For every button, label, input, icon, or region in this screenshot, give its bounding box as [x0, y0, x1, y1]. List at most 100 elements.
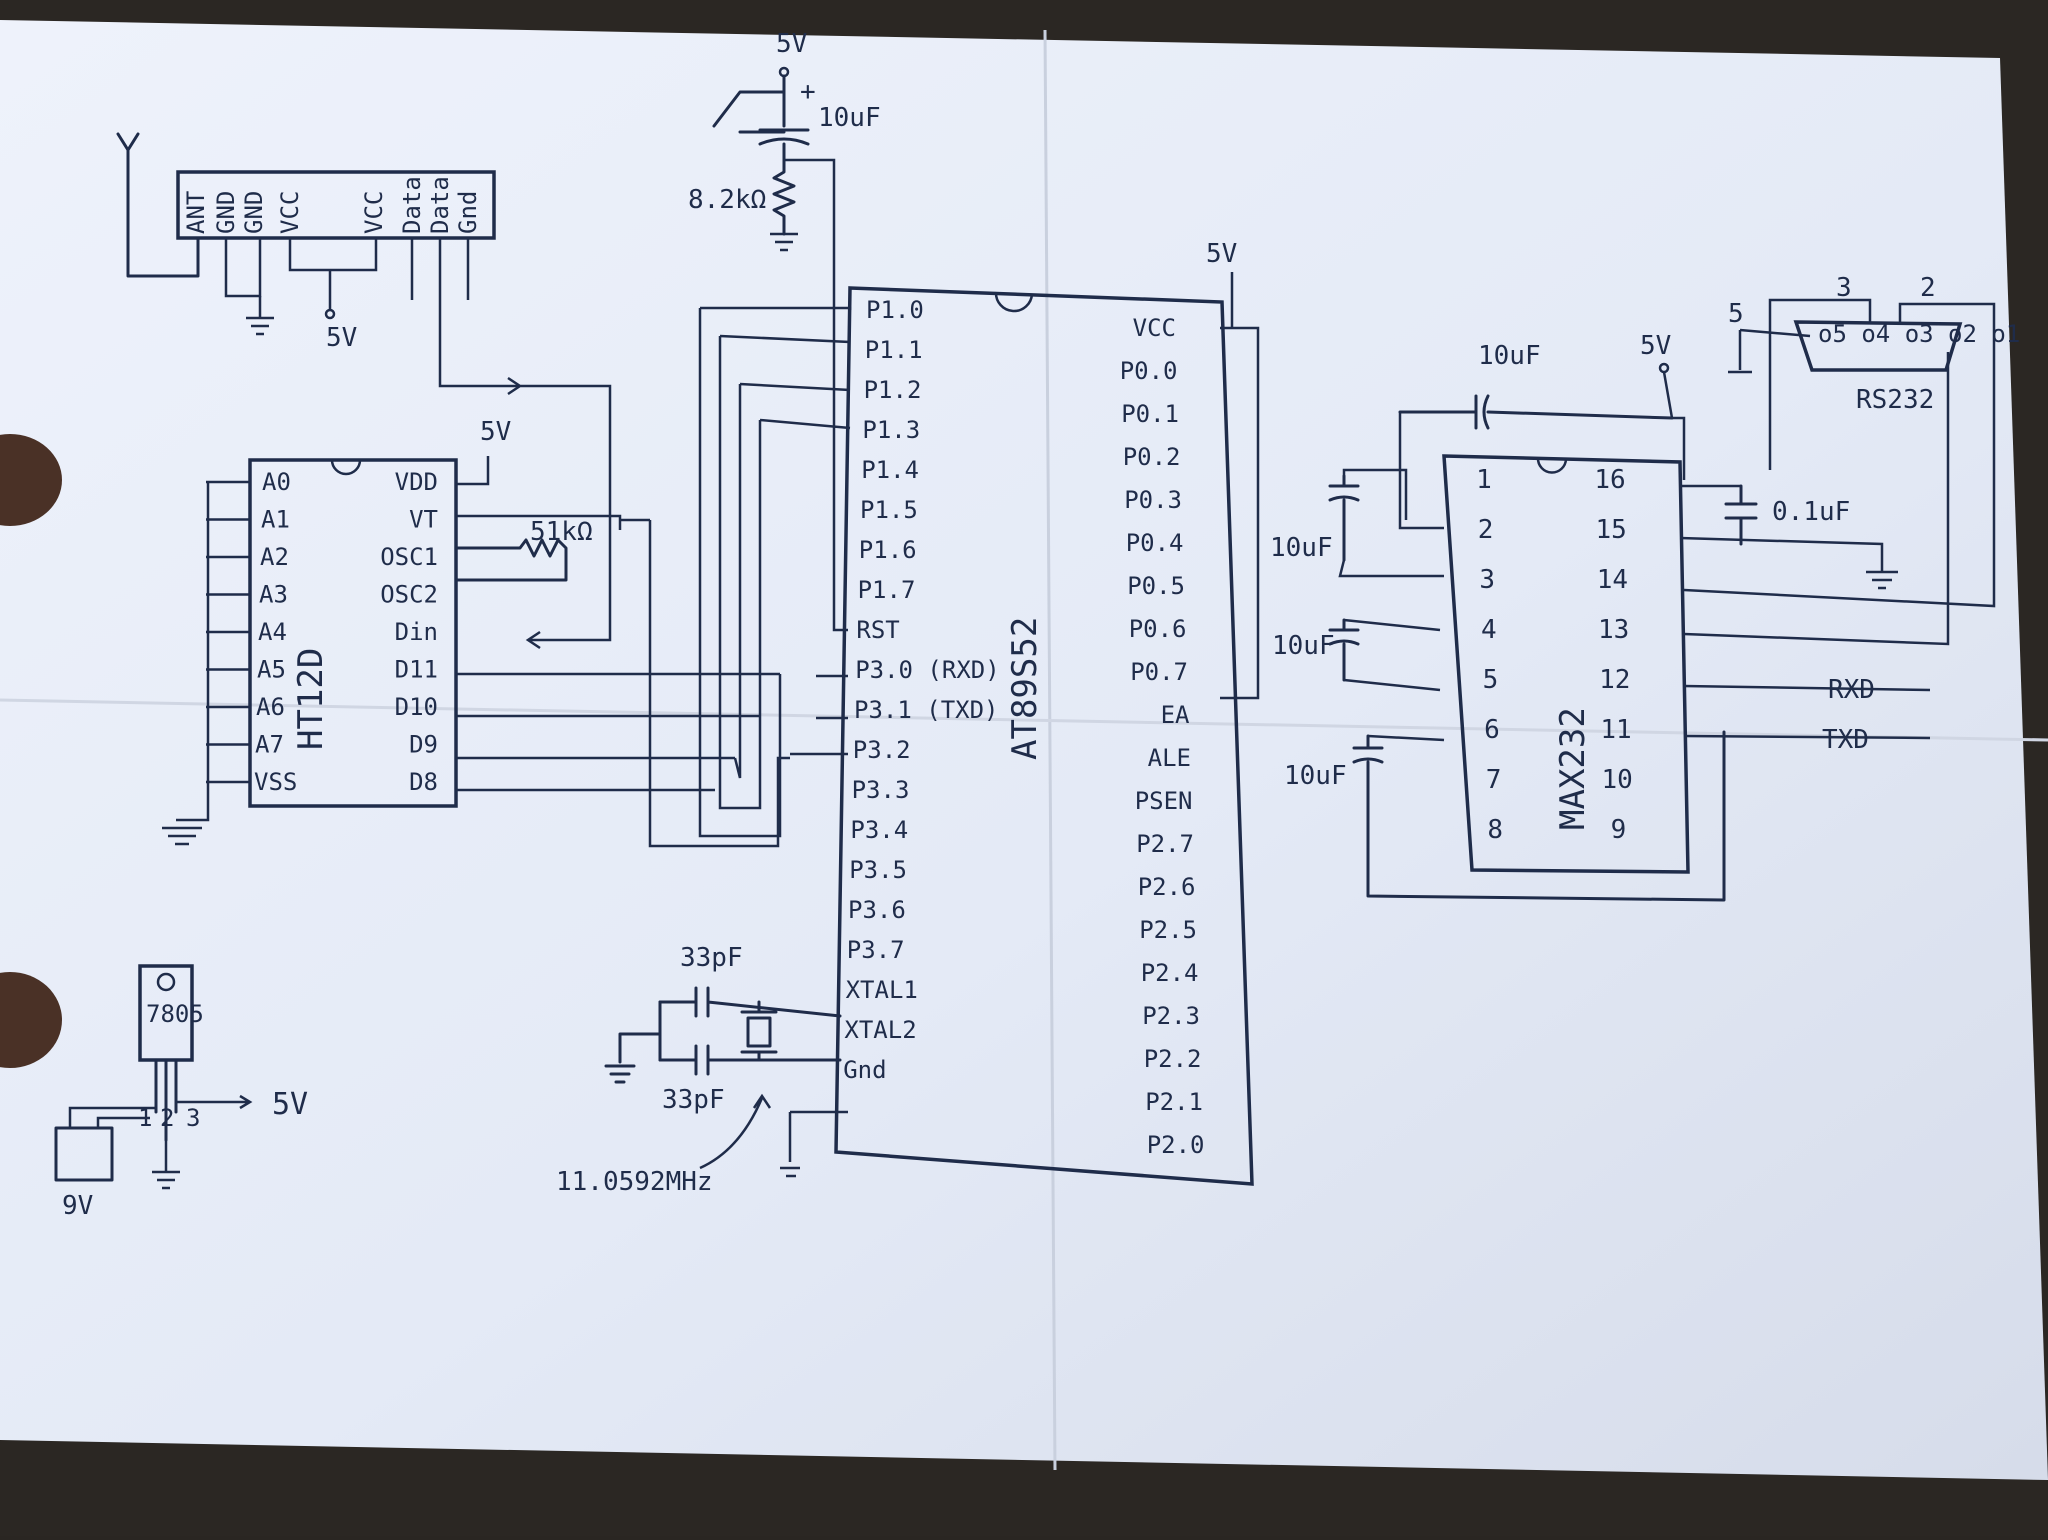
receiver-ground-wires	[224, 238, 262, 298]
ht12d-notch	[330, 459, 362, 476]
max232-cap-3-label: 10uF	[1272, 631, 1335, 661]
ht12d-left-label-1: A1	[261, 506, 290, 534]
ht12d-right-label-7: D9	[409, 731, 438, 759]
max-left-label-5: 6	[1484, 715, 1500, 745]
crystal-cap-top-label: 33pF	[680, 943, 743, 973]
rs232-wires	[1739, 298, 1996, 470]
voltage-regulator: 7805 1 2 3 5V 9V	[54, 964, 308, 1221]
crystal-pointer-arrow	[699, 1093, 772, 1170]
receiver-vcc-wires	[288, 238, 378, 310]
mcu-right-label-3: P0.2	[1123, 443, 1181, 471]
mcu-left-label-16: P3.7	[847, 936, 905, 964]
mcu-left-label-19: Gnd	[843, 1056, 886, 1084]
battery-wires	[68, 1106, 156, 1128]
max-left-label-2: 3	[1479, 565, 1495, 595]
regulator-pin-2: 2	[160, 1104, 174, 1132]
receiver-pin-gnd-1: GND	[212, 191, 240, 234]
rs232-pin-row: o5 o4 o3 o2 o1	[1818, 320, 2020, 348]
max-left-label-1: 2	[1478, 515, 1494, 545]
max-right-label-5: 11	[1600, 715, 1631, 745]
max232-decoupling-cap	[1724, 484, 1758, 546]
rf-receiver-module: ANT GND GND VCC VCC Data Data Gnd 5V	[116, 132, 612, 650]
reset-to-rst-wire	[784, 158, 848, 632]
reset-switch	[712, 74, 786, 134]
max-left-label-3: 4	[1481, 615, 1497, 645]
mcu-left-label-4: P1.4	[861, 456, 919, 484]
max232-notch	[1536, 457, 1568, 474]
receiver-supply-label: 5V	[326, 323, 357, 353]
crystal-oscillator: 33pF 33pF 11.0592MHz	[556, 943, 842, 1197]
mcu-right-label-1: P0.0	[1120, 357, 1178, 385]
din-arrow	[525, 630, 541, 650]
mcu-right-label-19: P2.0	[1147, 1131, 1205, 1159]
ht12d-left-label-8: VSS	[254, 768, 297, 796]
ht12d-vdd-wire	[456, 456, 490, 486]
regulator-output-arrow	[176, 1094, 253, 1110]
regulator-tab-hole	[156, 972, 176, 992]
max232-supply-label: 5V	[1640, 331, 1671, 361]
battery-body	[54, 1126, 114, 1182]
mcu-supply-label: 5V	[1206, 239, 1237, 269]
mcu-left-label-3: P1.3	[862, 416, 920, 444]
crystal-ground	[604, 1000, 662, 1084]
receiver-pin-vcc-1: VCC	[276, 191, 304, 234]
max232-vcc-wire	[1662, 371, 1686, 480]
at89s52-body	[834, 286, 1254, 1186]
receiver-pin-labels: ANT GND GND VCC VCC Data Data Gnd	[182, 176, 482, 234]
max232-rs232-lines	[1683, 316, 1996, 740]
max-right-label-2: 14	[1597, 565, 1628, 595]
receiver-ground-symbol	[246, 296, 274, 336]
mcu-right-label-11: PSEN	[1135, 787, 1193, 815]
finger-bottom	[0, 972, 62, 1068]
max232-cap-2-label: 10uF	[1270, 533, 1333, 563]
receiver-data-wires	[410, 238, 520, 388]
crystal-frequency-label: 11.0592MHz	[556, 1167, 713, 1197]
mcu-left-label-13: P3.4	[850, 816, 908, 844]
ht12d-address-ground-bus	[176, 482, 210, 822]
regulator-name: 7805	[146, 1000, 204, 1028]
max232-c1-wire	[1398, 412, 1444, 530]
fold-line-horizontal	[0, 698, 2048, 742]
regulator-pin-3: 3	[186, 1104, 200, 1132]
rs232-db9-body	[1793, 320, 1963, 372]
max232-rxd-label: RXD	[1828, 675, 1875, 705]
ht12d-right-label-2: OSC1	[380, 543, 438, 571]
ht12d-left-label-3: A3	[259, 581, 288, 609]
receiver-pin-gnd-2: GND	[240, 191, 268, 234]
mcu-int-wire	[648, 520, 848, 848]
rs232-pin-3-label: 3	[1836, 273, 1852, 303]
osc-resistor	[454, 538, 568, 582]
ht12d-left-label-2: A2	[260, 543, 289, 571]
mcu-right-label-10: ALE	[1148, 744, 1191, 772]
ht12d-right-label-3: OSC2	[380, 581, 438, 609]
mcu-right-label-8: P0.7	[1130, 658, 1188, 686]
receiver-pin-data-1: Data	[398, 176, 426, 234]
crystal-leads	[740, 1000, 778, 1062]
mcu-left-label-7: P1.7	[858, 576, 916, 604]
max232-cap-top	[1398, 394, 1674, 430]
mcu-left-label-14: P3.5	[849, 856, 907, 884]
ht12d-left-label-4: A4	[258, 618, 287, 646]
ht12d-right-label-6: D10	[395, 693, 438, 721]
max-left-label-0: 1	[1476, 465, 1492, 495]
ht12d-right-label-1: VT	[409, 506, 438, 534]
mcu-right-label-18: P2.1	[1145, 1088, 1203, 1116]
rs232-ground	[1728, 330, 1752, 374]
regulator-leads	[154, 1058, 178, 1142]
ht12d-left-label-6: A6	[256, 693, 285, 721]
mcu-left-label-10: P3.1 (TXD)	[854, 696, 999, 724]
battery-label: 9V	[62, 1191, 93, 1221]
receiver-body	[176, 170, 496, 240]
mcu-right-label-0: VCC	[1133, 314, 1176, 342]
mcu-ground-wire	[780, 1110, 848, 1178]
antenna	[116, 132, 200, 278]
max-right-label-7: 9	[1611, 815, 1627, 845]
receiver-pin-gnd-3: Gnd	[454, 191, 482, 234]
mcu-right-label-13: P2.6	[1138, 873, 1196, 901]
